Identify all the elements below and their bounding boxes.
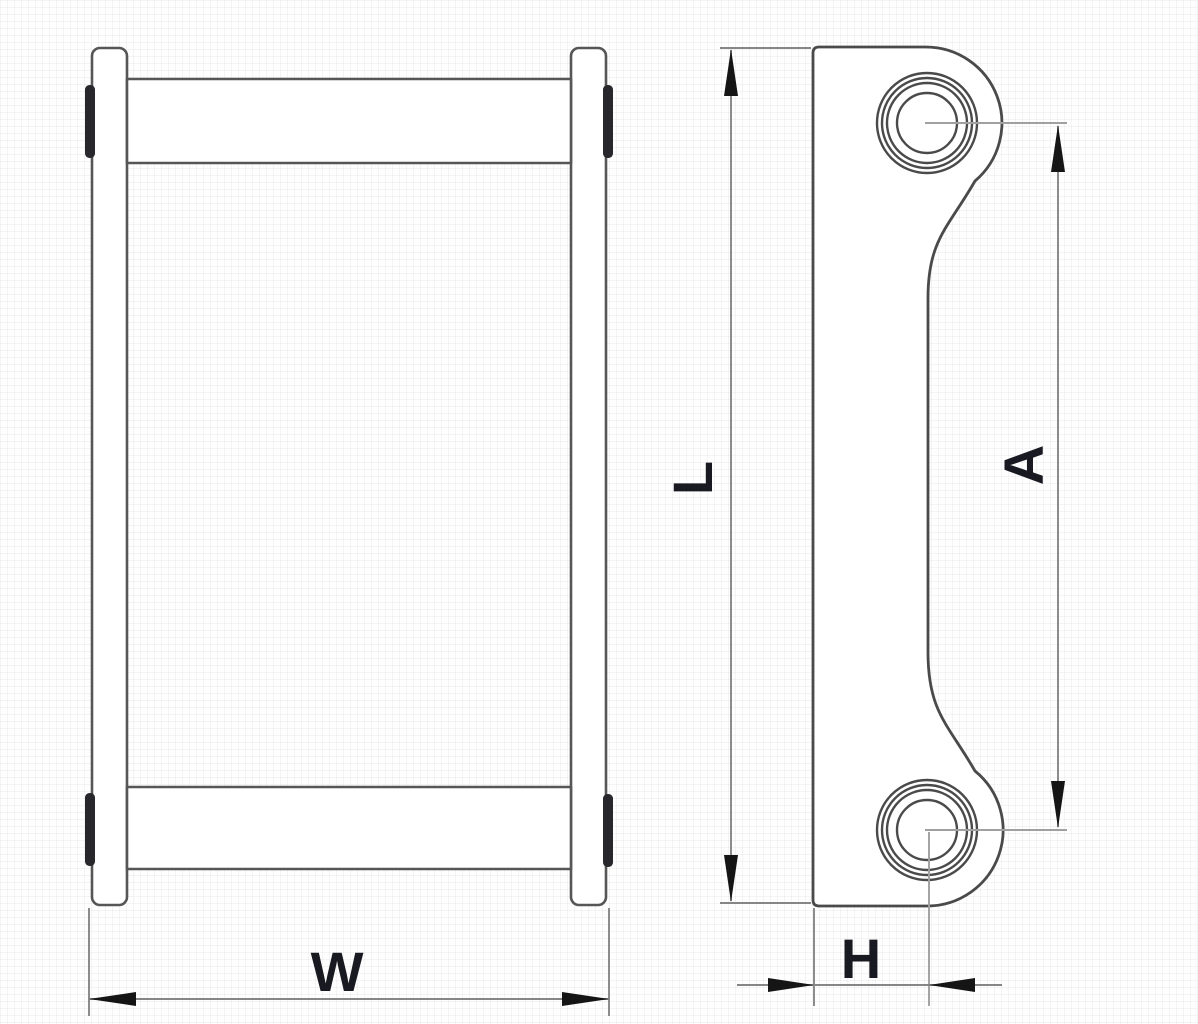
- bottom-cross-tube: [125, 785, 573, 871]
- pin-end-cap-bottom-right: [603, 794, 613, 867]
- pin-end-cap-bottom-left: [85, 793, 95, 866]
- h-arrowhead-right-icon: [929, 978, 975, 992]
- dimension-a: A: [925, 122, 1067, 831]
- top-cross-tube: [125, 77, 573, 165]
- front-right-plate: [569, 46, 608, 907]
- w-arrowhead-left-icon: [89, 992, 136, 1006]
- dimension-label-h: H: [841, 927, 881, 990]
- pin-end-cap-top-left: [85, 85, 95, 158]
- dimension-w: W: [88, 908, 610, 1016]
- dimension-label-w: W: [311, 940, 364, 1003]
- l-arrowhead-bottom-icon: [724, 855, 738, 902]
- a-arrowhead-bottom-icon: [1051, 781, 1065, 828]
- front-left-plate: [90, 46, 129, 907]
- a-arrowhead-top-icon: [1051, 125, 1065, 172]
- front-view: [85, 46, 613, 907]
- dimension-label-a: A: [992, 445, 1055, 485]
- l-arrowhead-top-icon: [724, 49, 738, 96]
- dimension-h: H: [737, 832, 1002, 1006]
- side-view: [811, 45, 1005, 908]
- side-profile-outline: [811, 45, 1005, 908]
- dimension-l: L: [661, 47, 811, 904]
- w-arrowhead-right-icon: [562, 992, 609, 1006]
- h-arrowhead-left-icon: [768, 978, 814, 992]
- dimension-label-l: L: [661, 461, 724, 495]
- pin-end-cap-top-right: [603, 85, 613, 158]
